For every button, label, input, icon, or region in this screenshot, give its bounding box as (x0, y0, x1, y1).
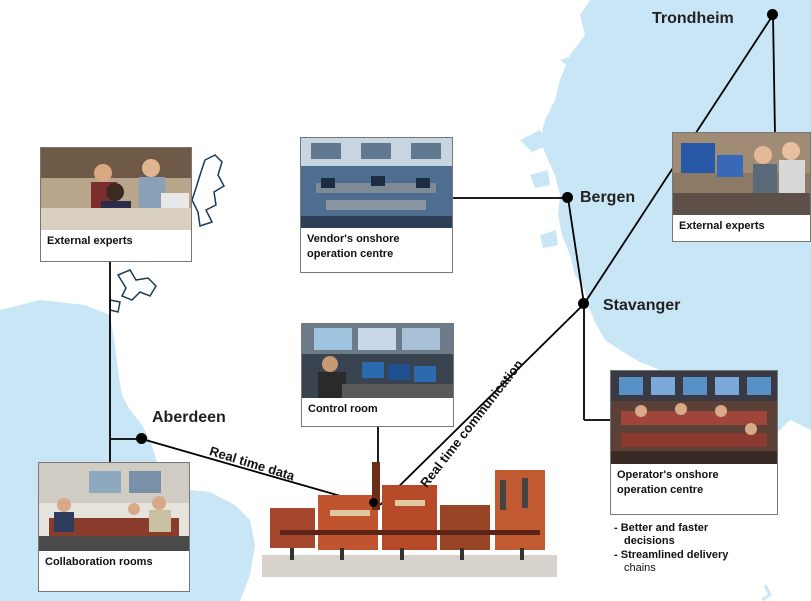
card-operator-operation-centre: Operator's onshore operation centre (610, 370, 778, 515)
orkney-islands (109, 269, 157, 313)
collaboration-rooms-photo (39, 463, 189, 551)
shetland-islands (191, 154, 226, 227)
coast-fragment (761, 584, 772, 601)
city-label-bergen: Bergen (580, 189, 636, 206)
card-caption: Control room (302, 398, 453, 426)
benefit-item-continued: chains (624, 561, 656, 574)
benefit-item: Better and faster (614, 522, 728, 535)
card-vendor-operation-centre: Vendor's onshore operation centre (300, 137, 453, 273)
node-aberdeen (136, 433, 147, 444)
card-caption: External experts (41, 230, 191, 261)
control-room-photo (302, 324, 453, 400)
node-trondheim (767, 9, 778, 20)
external-experts-right-photo (673, 133, 810, 217)
card-collaboration-rooms: Collaboration rooms (38, 462, 190, 592)
operator-centre-photo (611, 371, 777, 466)
node-stavanger (578, 298, 589, 309)
city-label-aberdeen: Aberdeen (152, 409, 226, 426)
node-bergen (562, 192, 573, 203)
city-label-trondheim: Trondheim (652, 10, 734, 27)
offshore-platform (262, 462, 557, 577)
card-external-experts-left: External experts (40, 147, 192, 262)
city-label-stavanger: Stavanger (603, 297, 681, 314)
card-caption: Operator's onshore operation centre (611, 464, 777, 514)
benefit-item: Streamlined delivery (614, 549, 729, 562)
card-caption: Collaboration rooms (39, 551, 189, 591)
external-experts-photo (41, 148, 191, 232)
vendor-centre-photo (301, 138, 452, 230)
benefit-item-continued: decisions (624, 534, 675, 547)
benefits-list: Better and faster decisions Streamlined … (614, 522, 729, 575)
card-external-experts-right: External experts (672, 132, 811, 242)
node-platform (369, 498, 378, 507)
card-caption: Vendor's onshore operation centre (301, 228, 452, 272)
card-control-room: Control room (301, 323, 454, 427)
card-caption: External experts (673, 215, 810, 241)
